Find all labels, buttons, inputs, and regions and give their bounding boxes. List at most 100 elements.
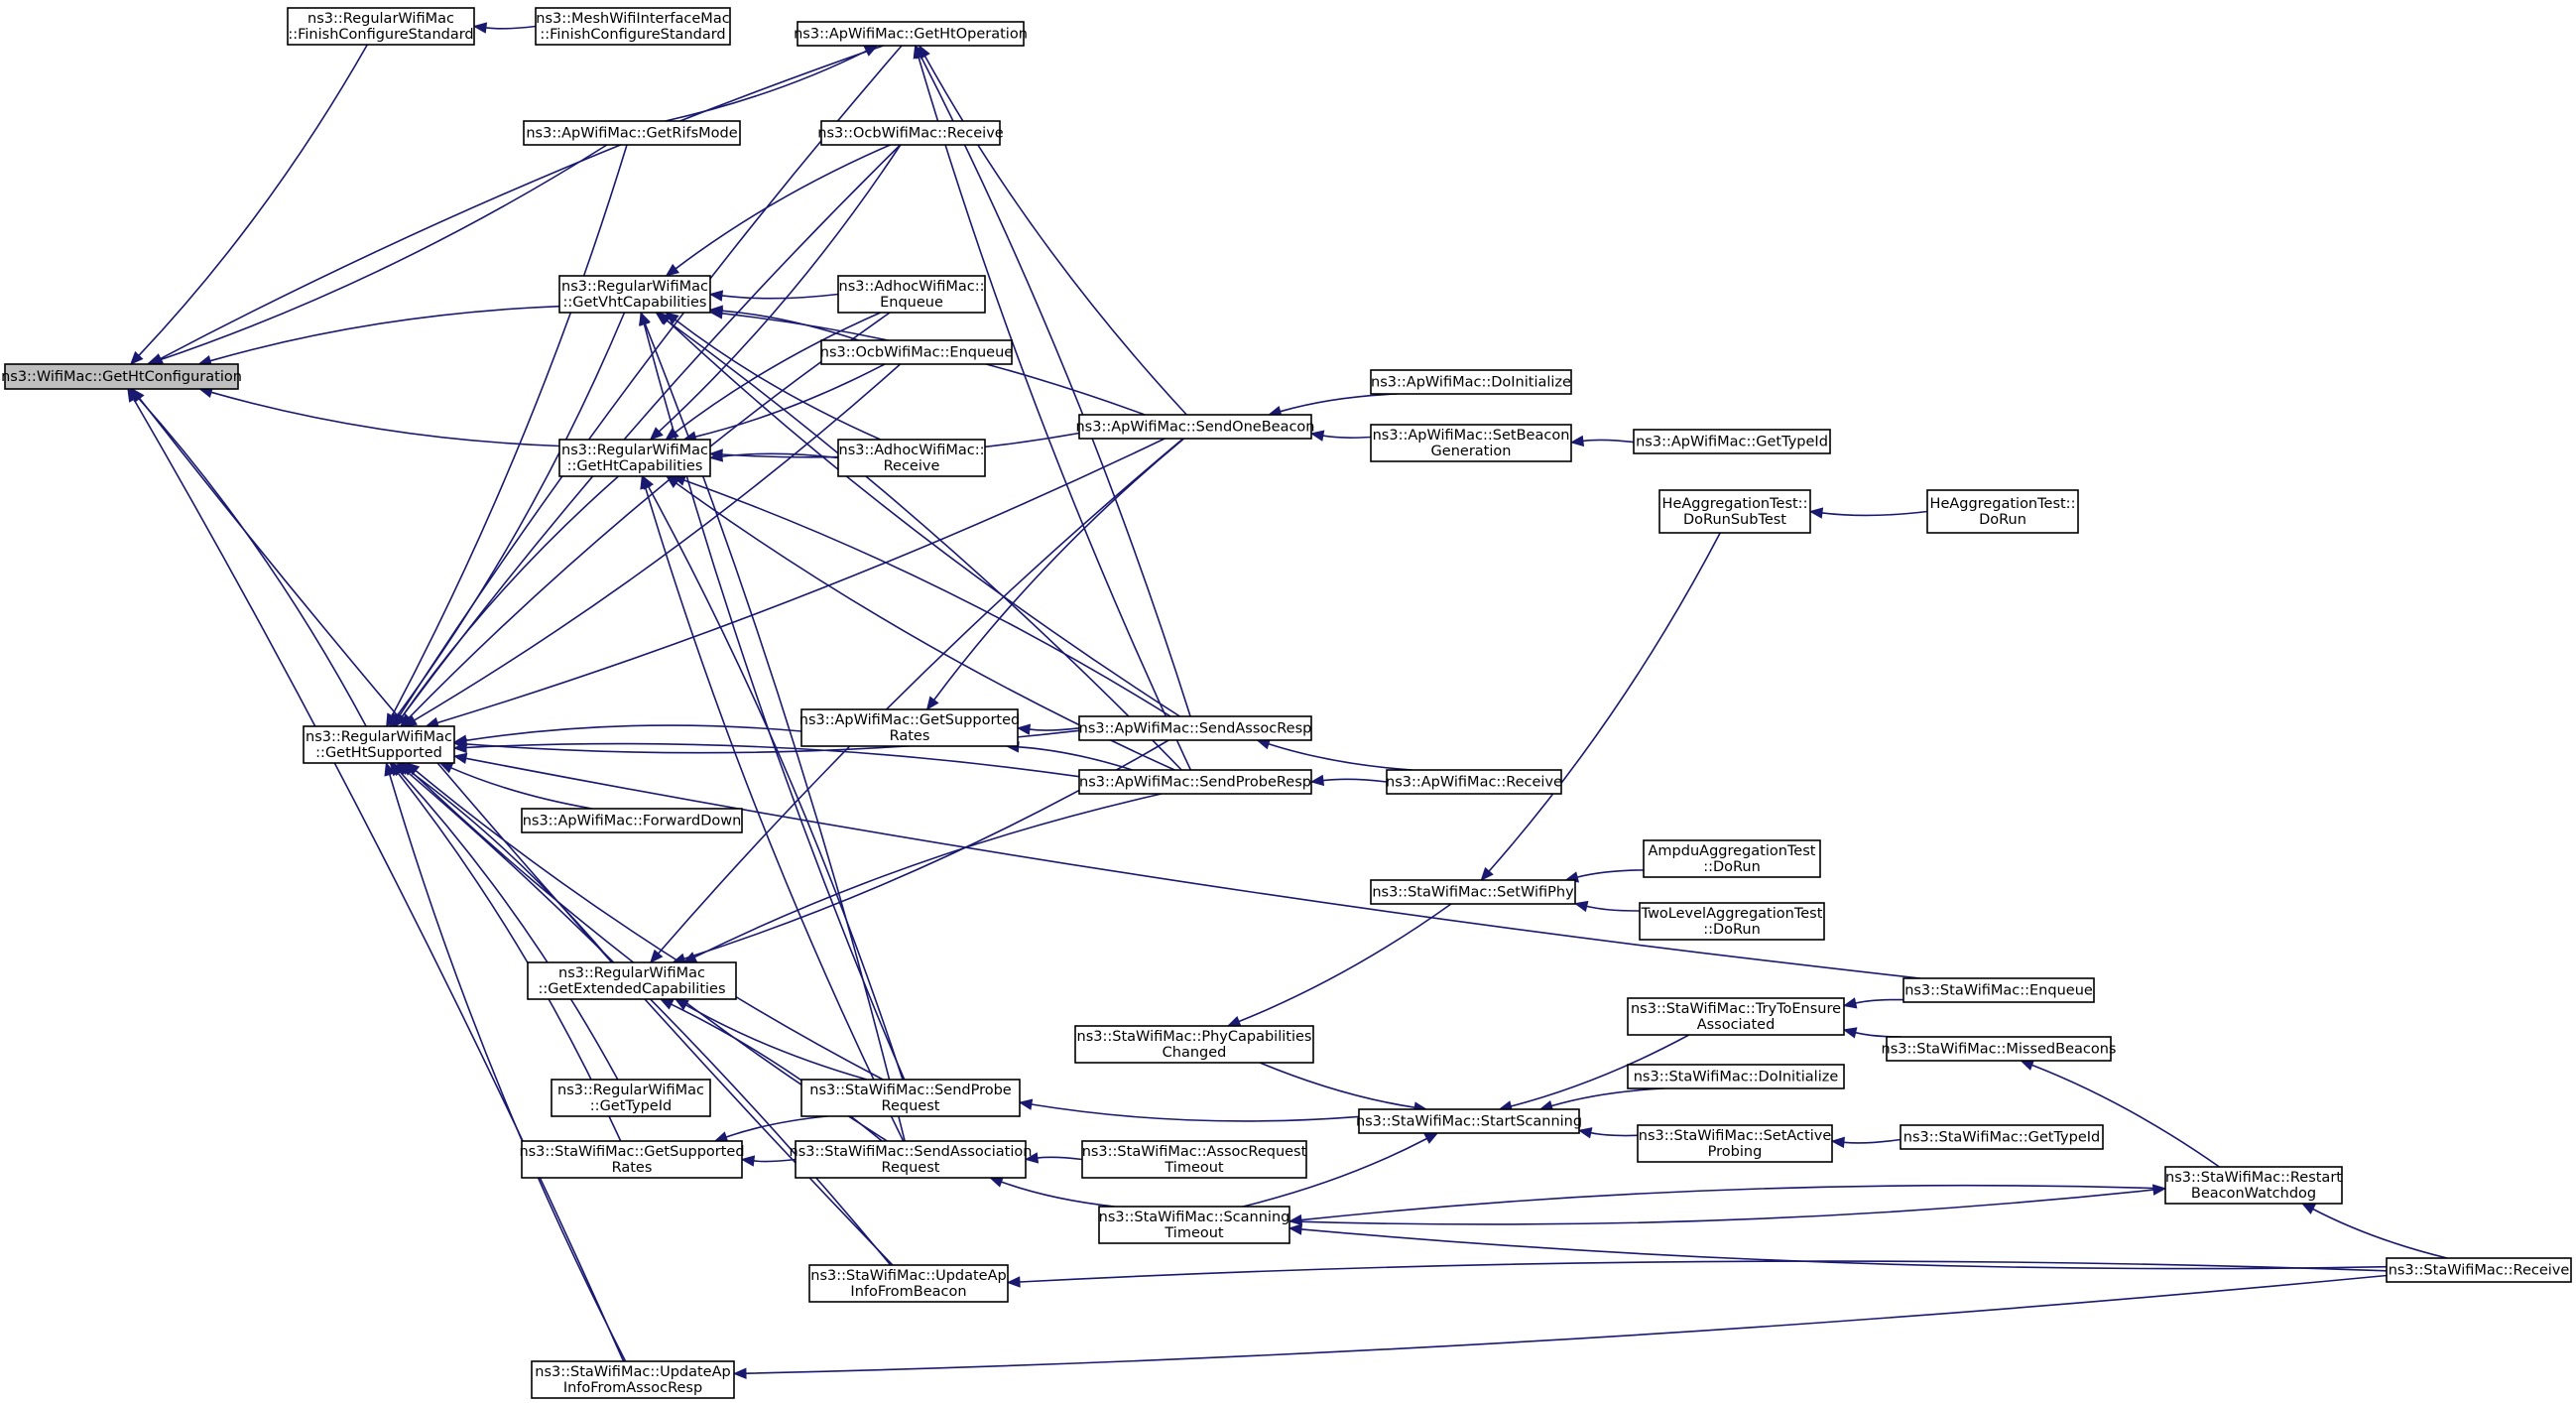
node-label: Generation (1431, 444, 1512, 459)
edge-line (1238, 903, 1452, 1023)
root-function-node[interactable]: ns3::WifiMac::GetHtConfiguration (1, 363, 242, 390)
call-edge (452, 741, 1080, 778)
edge-line (395, 312, 626, 717)
node-label: ns3::RegularWifiMac (558, 965, 705, 981)
node-label: ns3::AdhocWifiMac:: (839, 443, 985, 458)
function-node[interactable]: ns3::ApWifiMac::SendAssocResp (1078, 715, 1312, 741)
edge-line (450, 767, 593, 810)
function-node[interactable]: ns3::MeshWifiInterfaceMac::FinishConfigu… (535, 7, 731, 46)
function-node[interactable]: ns3::OcbWifiMac::Receive (817, 120, 1004, 146)
function-node[interactable]: AmpduAggregationTest::DoRun (1643, 839, 1821, 878)
function-node[interactable]: ns3::StaWifiMac::GetTypeId (1900, 1124, 2104, 1150)
node-box (808, 1264, 1009, 1303)
function-node[interactable]: ns3::RegularWifiMac::GetHtSupported (303, 725, 455, 764)
call-edge (438, 762, 593, 810)
function-node[interactable]: ns3::ApWifiMac::GetTypeId (1633, 429, 1831, 454)
edge-line (1259, 1062, 1415, 1108)
node-box (2386, 1257, 2572, 1283)
function-node[interactable]: ns3::ApWifiMac::GetRifsMode (523, 120, 741, 146)
call-edge (1024, 1152, 1083, 1164)
call-edge (913, 44, 1192, 771)
call-edge (1569, 435, 1635, 447)
edge-line (415, 769, 884, 1081)
function-node[interactable]: ns3::RegularWifiMac::GetTypeId (551, 1079, 711, 1117)
function-node[interactable]: TwoLevelAggregationTest::DoRun (1639, 902, 1825, 941)
node-label: ::DoRun (1703, 922, 1761, 938)
edge-line (209, 305, 560, 362)
call-edge (1016, 723, 1080, 735)
arrowhead-icon (863, 45, 879, 57)
node-box (1078, 414, 1312, 440)
edge-line (399, 771, 619, 1081)
function-node[interactable]: ns3::StaWifiMac::StartScanning (1356, 1108, 1582, 1134)
function-node[interactable]: ns3::StaWifiMac::MissedBeacons (1882, 1036, 2117, 1062)
function-node[interactable]: ns3::RegularWifiMac::GetVhtCapabilities (558, 275, 711, 314)
edge-line (667, 319, 1180, 717)
function-node[interactable]: HeAggregationTest::DoRun (1926, 489, 2079, 534)
arrowhead-icon (1830, 1136, 1845, 1149)
call-edge (197, 305, 560, 367)
arrowhead-icon (2300, 1203, 2316, 1214)
node-label: ns3::MeshWifiInterfaceMac (536, 11, 729, 27)
arrowhead-icon (1309, 774, 1325, 787)
edge-line (408, 769, 613, 963)
call-edge (708, 290, 839, 302)
function-node[interactable]: ns3::ApWifiMac::DoInitialize (1370, 369, 1572, 395)
node-label: ns3::StaWifiMac::Scanning (1099, 1210, 1290, 1225)
call-edge (649, 438, 1184, 963)
node-label: ns3::ApWifiMac::GetSupported (799, 712, 1020, 728)
call-edge (682, 363, 886, 443)
function-node[interactable]: HeAggregationTest::DoRunSubTest (1658, 489, 1811, 534)
node-label: ns3::ApWifiMac::SetBeacon (1373, 428, 1570, 444)
function-node[interactable]: ns3::OcbWifiMac::Enqueue (820, 339, 1014, 365)
arrowhead-icon (452, 752, 468, 765)
function-node[interactable]: ns3::StaWifiMac::DoInitialize (1627, 1064, 1845, 1089)
function-node[interactable]: ns3::ApWifiMac::GetHtOperation (794, 21, 1028, 47)
node-label: ns3::StaWifiMac::StartScanning (1356, 1114, 1582, 1130)
function-node[interactable]: ns3::StaWifiMac::Enqueue (1902, 977, 2095, 1003)
call-edge (1267, 393, 1398, 418)
function-node[interactable]: ns3::AdhocWifiMac::Enqueue (837, 275, 986, 314)
call-edge (1288, 1184, 2167, 1225)
call-edge (127, 387, 625, 1362)
function-node[interactable]: ns3::RegularWifiMac::FinishConfigureStan… (287, 7, 475, 46)
function-node[interactable]: ns3::ApWifiMac::SendProbeResp (1078, 769, 1312, 795)
function-node[interactable]: ns3::ApWifiMac::Receive (1386, 769, 1562, 795)
arrowhead-icon (1573, 900, 1589, 913)
edge-line (414, 363, 902, 721)
call-edge (2020, 1060, 2220, 1168)
arrowhead-icon (640, 474, 652, 490)
arrowhead-icon (2151, 1184, 2167, 1196)
edge-line (665, 50, 867, 122)
function-node[interactable]: ns3::ApWifiMac::ForwardDown (521, 808, 743, 833)
node-label: InfoFromAssocResp (563, 1380, 702, 1396)
function-node[interactable]: ns3::RegularWifiMac::GetHtCapabilities (558, 439, 711, 477)
node-label: ::DoRun (1703, 859, 1761, 875)
node-box (551, 1079, 711, 1117)
function-node[interactable]: ns3::StaWifiMac::Receive (2386, 1257, 2572, 1283)
function-node[interactable]: ns3::AdhocWifiMac::Receive (837, 439, 986, 477)
function-node[interactable]: ns3::StaWifiMac::SetWifiPhy (1370, 879, 1576, 905)
node-box (1639, 902, 1825, 941)
call-edge (452, 724, 802, 746)
function-node[interactable]: ns3::StaWifiMac::UpdateApInfoFromAssocRe… (531, 1360, 735, 1399)
arrowhead-icon (129, 350, 144, 365)
arrowhead-icon (1577, 1127, 1593, 1139)
function-node[interactable]: ns3::RegularWifiMac::GetExtendedCapabili… (527, 961, 737, 1000)
function-node[interactable]: ns3::ApWifiMac::SendOneBeacon (1075, 414, 1315, 440)
node-box (1370, 879, 1576, 905)
call-edge (665, 144, 891, 277)
node-box (521, 808, 743, 833)
